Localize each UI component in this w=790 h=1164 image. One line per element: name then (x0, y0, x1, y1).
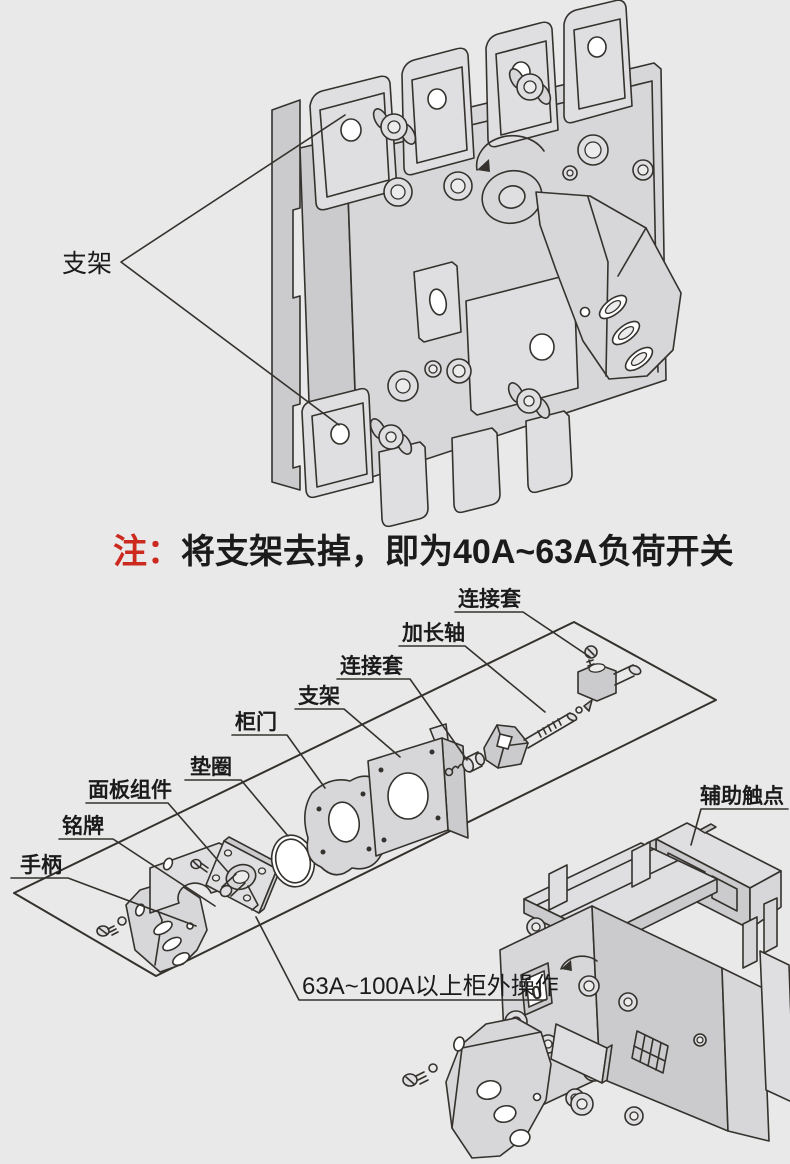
callout-label: 垫圈 (190, 755, 232, 779)
switch-position-indicator: 0 (530, 982, 544, 1005)
nameplate-part (149, 842, 228, 914)
callout-label: 加长轴 (401, 621, 465, 645)
screw-bosses (383, 134, 654, 402)
callout-label: 柜门 (235, 710, 277, 734)
connector-sleeve-part (577, 645, 642, 702)
wing-screw (372, 108, 417, 145)
caption-label: 63A~100A以上柜外操作 (302, 973, 559, 1000)
panel-screw (190, 858, 209, 873)
callout-bracket: 支架 (294, 685, 401, 758)
callout-label: 连接套 (340, 654, 403, 678)
bracket-label: 支架 (62, 250, 112, 278)
callout-connector-sleeve-mid: 连接套 (336, 654, 468, 761)
bracket-plate-bottom (301, 387, 374, 499)
callout-label: 手柄 (20, 853, 62, 877)
callout-nameplate: 铭牌 (58, 814, 216, 907)
rotation-arrowhead (477, 159, 490, 172)
terminal-tab (378, 410, 573, 528)
callout-panel-assembly: 面板组件 (85, 778, 229, 873)
operating-handle (535, 191, 682, 380)
callout-label: 面板组件 (88, 778, 172, 802)
handle-screw (402, 1063, 438, 1087)
callout-label: 铭牌 (62, 814, 104, 838)
exploded-view-illustration: 0 (10, 587, 790, 1159)
callout-washer: 垫圈 (184, 755, 289, 837)
callout-handle: 手柄 (10, 853, 197, 927)
callout-extension-shaft: 加长轴 (398, 621, 546, 713)
wing-screw (508, 68, 552, 105)
callout-cabinet-door: 柜门 (231, 710, 326, 789)
back-plate (271, 99, 301, 491)
rotary-shaft (475, 134, 545, 225)
note-prefix: 注： (113, 533, 181, 571)
detached-handle-part (445, 1017, 552, 1159)
coupling-part (483, 724, 529, 769)
exploded-caption: 63A~100A以上柜外操作 (255, 916, 559, 1001)
terminal-plate (401, 47, 475, 176)
cabinet-door-part (304, 775, 393, 876)
indicator-plate (413, 261, 462, 343)
wing-screw (369, 418, 413, 455)
callout-label: 辅助触点 (700, 784, 784, 808)
extension-shaft-part (523, 699, 593, 749)
callout-label: 连接套 (458, 587, 521, 611)
callout-connector-sleeve-top: 连接套 (454, 587, 591, 658)
handle-screw (96, 916, 127, 937)
wing-screw (507, 382, 551, 419)
sleeve-and-spring (444, 751, 486, 777)
note-line: 注：将支架去掉，即为40A~63A负荷开关 (113, 533, 734, 571)
assembled-switch-illustration: 支架 (62, 0, 682, 528)
callout-label: 支架 (298, 685, 340, 708)
terminal-plate (563, 0, 633, 124)
bracket-part (367, 723, 469, 857)
bracket-leader-lines (120, 114, 346, 426)
cabinet-panel-outline (13, 621, 717, 977)
panel-assembly-part (205, 836, 283, 914)
note-body: 将支架去掉，即为40A~63A负荷开关 (181, 533, 734, 571)
callout-auxiliary-contact: 辅助触点 (690, 784, 789, 846)
bracket-callout: 支架 (62, 114, 346, 426)
